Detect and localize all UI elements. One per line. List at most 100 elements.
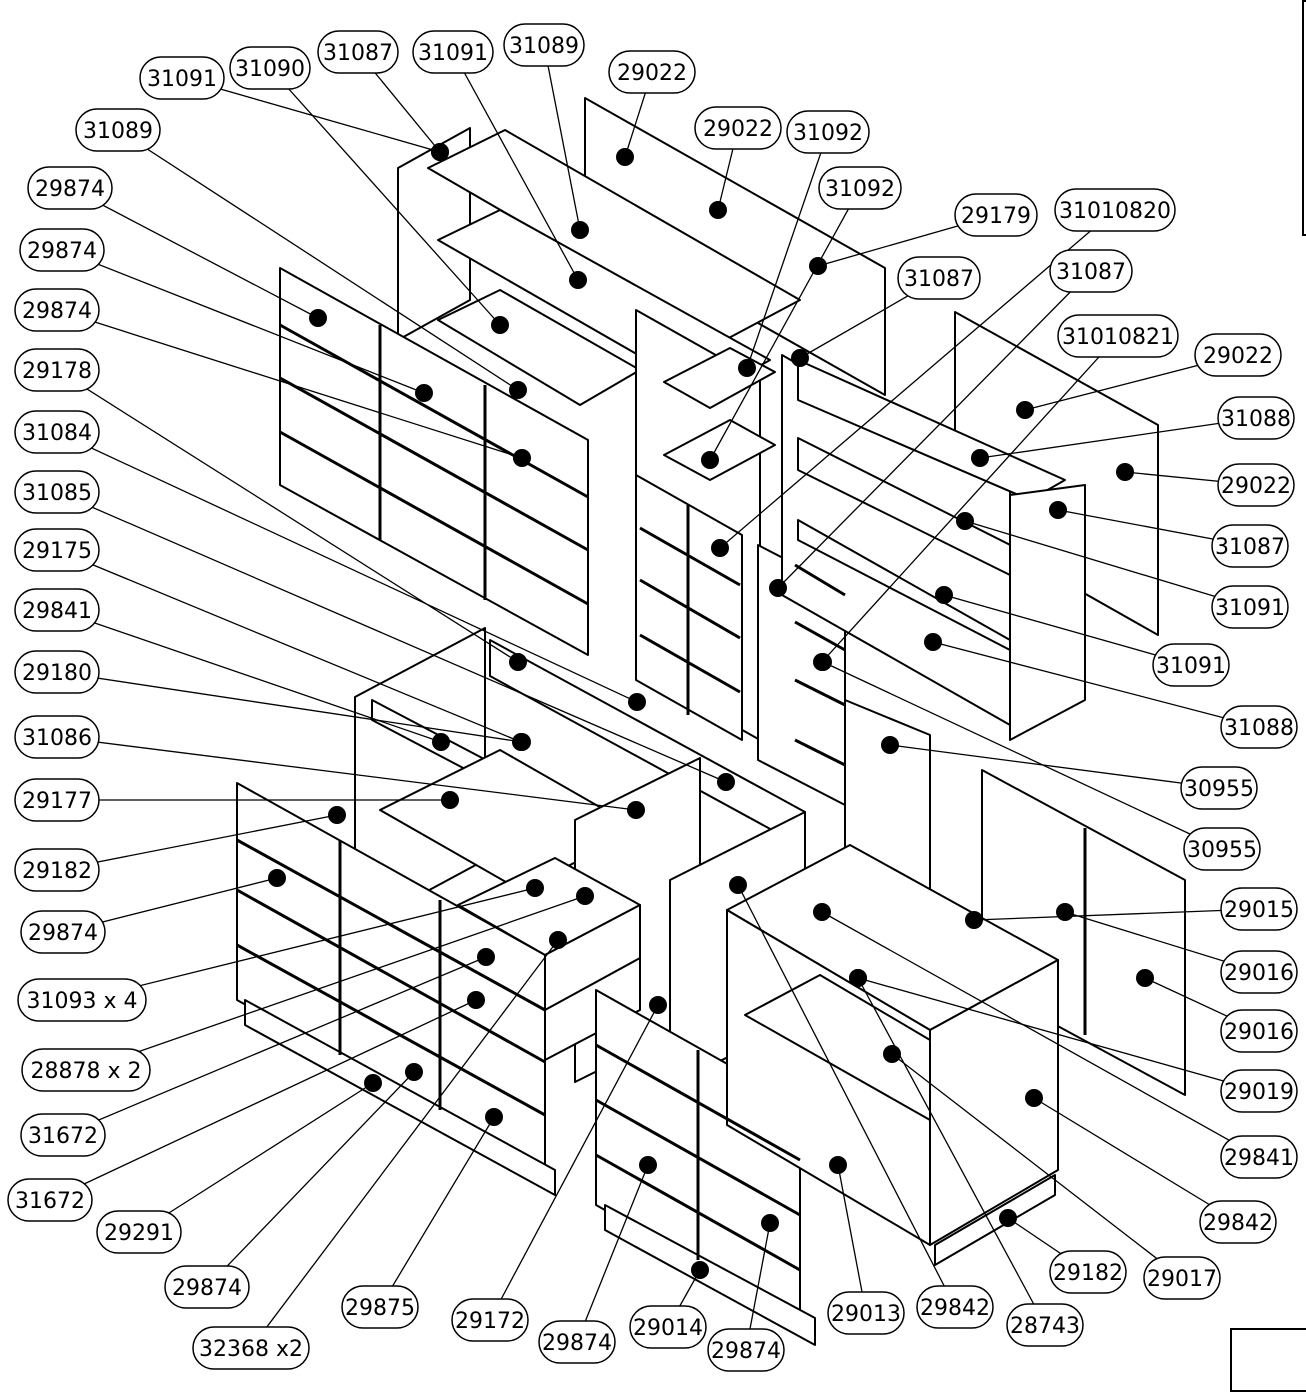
callout-anchor-dot xyxy=(509,653,527,671)
title-block-edge-bottom xyxy=(1230,1328,1306,1392)
callout-part-number: 31085 xyxy=(22,481,92,506)
callout-bubble xyxy=(818,166,902,210)
callout-bubble xyxy=(412,30,494,74)
callout-part-number: 31086 xyxy=(22,726,92,751)
callout-anchor-dot xyxy=(491,316,509,334)
callout-anchor-dot xyxy=(526,879,544,897)
callout-leader-line xyxy=(932,641,1260,728)
panel-seam-17 xyxy=(236,888,546,1064)
callout-part-number: 31091 xyxy=(418,41,488,66)
callout-part-number: 29022 xyxy=(1221,474,1291,499)
callout-leader-line xyxy=(56,431,638,703)
panel-seam-21 xyxy=(595,1098,801,1217)
callout-leader-line xyxy=(81,887,536,1001)
callout-bubble xyxy=(954,193,1038,237)
callout-part-number: 29175 xyxy=(22,539,92,564)
callout-bubble xyxy=(14,588,100,632)
callout-leader-line xyxy=(181,77,441,153)
callout-bubble xyxy=(1180,766,1258,810)
callout-anchor-dot xyxy=(965,911,983,929)
callout-bubble xyxy=(14,848,100,892)
callout-anchor-dot xyxy=(738,359,756,377)
callout-bubble xyxy=(14,470,100,514)
callout-bubble xyxy=(1152,643,1230,687)
callout-bubble xyxy=(707,1328,785,1372)
callout-anchor-dot xyxy=(309,309,327,327)
callout-part-number: 31090 xyxy=(235,57,305,82)
part-panel-6 xyxy=(279,267,589,656)
callout-anchor-dot xyxy=(829,1156,847,1174)
callout-leader-line xyxy=(979,417,1257,459)
callout-bubble xyxy=(1057,314,1179,358)
callout-anchor-dot xyxy=(701,451,719,469)
callout-part-number: 29177 xyxy=(22,789,92,814)
callout-part-number: 29022 xyxy=(703,117,773,142)
callout-leader-line xyxy=(746,131,829,369)
callout-bubble xyxy=(14,348,100,392)
callout-anchor-dot xyxy=(883,1045,901,1063)
callout-part-number: 31093 x 4 xyxy=(27,989,138,1014)
callout-bubble xyxy=(1211,524,1289,568)
callout-bubble xyxy=(1049,249,1133,293)
callout-leader-line xyxy=(56,491,727,783)
callout-part-number: 29874 xyxy=(22,299,92,324)
callout-anchor-dot xyxy=(924,633,942,651)
callout-anchor-dot xyxy=(549,931,567,949)
title-block-edge-top xyxy=(1302,0,1306,236)
callout-anchor-dot xyxy=(431,143,449,161)
callout-leader-line xyxy=(269,67,501,326)
callout-bubble xyxy=(1049,1250,1127,1294)
callout-part-number: 29179 xyxy=(961,204,1031,229)
callout-anchor-dot xyxy=(711,539,729,557)
callout-leader-line xyxy=(56,369,519,663)
callout-part-number: 31087 xyxy=(904,267,974,292)
callout-part-number: 29291 xyxy=(104,1221,174,1246)
callout-part-number: 29874 xyxy=(172,1276,242,1301)
callout-bubble xyxy=(897,256,981,300)
callout-leader-line xyxy=(821,335,1119,663)
callout-leader-line xyxy=(891,1053,1183,1279)
callout-part-number: 29180 xyxy=(22,661,92,686)
callout-bubble xyxy=(538,1320,616,1364)
callout-anchor-dot xyxy=(509,381,527,399)
callout-bubble xyxy=(1006,1303,1084,1347)
callout-anchor-dot xyxy=(1025,1089,1043,1107)
callout-leader-line xyxy=(61,249,425,394)
callout-part-number: 31087 xyxy=(1056,260,1126,285)
callout-part-number: 31087 xyxy=(323,41,393,66)
callout-anchor-dot xyxy=(729,876,747,894)
callout-anchor-dot xyxy=(691,1261,709,1279)
callout-leader-line xyxy=(56,309,523,459)
panel-seam-13 xyxy=(794,738,846,767)
callout-leader-line xyxy=(69,187,319,319)
callout-anchor-dot xyxy=(814,653,832,671)
callout-bubble xyxy=(1217,396,1295,440)
callout-anchor-dot xyxy=(485,1108,503,1126)
callout-part-number: 31672 xyxy=(28,1124,98,1149)
callout-bubble xyxy=(164,1265,250,1309)
callout-leader-line xyxy=(777,270,1092,589)
callout-bubble xyxy=(27,166,113,210)
callout-leader-line xyxy=(62,956,487,1136)
callout-anchor-dot xyxy=(432,733,450,751)
panel-seam-16 xyxy=(236,838,546,1012)
callout-part-number: 31010821 xyxy=(1062,325,1174,350)
callout-bubble xyxy=(7,1178,93,1222)
callout-leader-line xyxy=(138,1082,374,1233)
callout-part-number: 31089 xyxy=(509,34,579,59)
callout-part-number: 29874 xyxy=(35,177,105,202)
callout-part-number: 29874 xyxy=(711,1339,781,1364)
callout-leader-line xyxy=(973,908,1260,921)
callout-leader-line xyxy=(543,44,581,231)
callout-bubble xyxy=(75,108,161,152)
callout-leader-line xyxy=(489,1004,659,1321)
callout-bubble xyxy=(451,1298,529,1342)
callout-bubble xyxy=(1054,188,1176,232)
callout-leader-line xyxy=(857,977,1046,1326)
callout-leader-line xyxy=(117,129,519,391)
callout-part-number: 29016 xyxy=(1224,1020,1294,1045)
callout-bubble xyxy=(14,288,100,332)
callout-anchor-dot xyxy=(1116,463,1134,481)
callout-bubble xyxy=(1220,705,1298,749)
